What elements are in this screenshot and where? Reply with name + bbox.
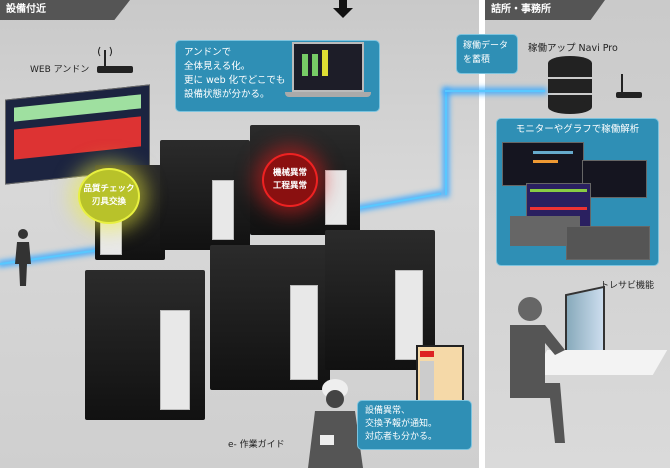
callout-line: 稼働データ xyxy=(463,41,509,51)
database-icon xyxy=(548,56,592,114)
callout-line: 設備状態が分かる。 xyxy=(184,89,270,100)
worker-figure xyxy=(15,229,31,286)
warning-bubble: 品質チェック刃具交換 xyxy=(78,168,140,224)
alarm-bubble: 機械異常工程異常 xyxy=(262,153,318,207)
notify-callout: 設備異常、 交換予報が通知。 対応者も分かる。 xyxy=(357,400,472,450)
callout-line: を蓄積 xyxy=(463,55,491,65)
laptop-screen xyxy=(292,42,364,92)
callout-line: 全体見える化。 xyxy=(184,61,251,72)
analysis-screen xyxy=(566,226,650,260)
callout-line: 設備異常、 xyxy=(365,406,411,416)
worker-with-tablet xyxy=(308,379,363,468)
data-storage-callout: 稼働データ を蓄積 xyxy=(456,34,518,74)
router-icon xyxy=(97,46,133,73)
section-tab-equipment: 設備付近 xyxy=(0,0,130,20)
navi-pro-label: 稼働アップ Navi Pro xyxy=(528,43,618,54)
machine xyxy=(85,270,205,420)
bubble-text: 品質チェック xyxy=(83,184,135,194)
callout-line: アンドンで xyxy=(184,47,232,58)
analysis-screen xyxy=(582,160,647,198)
machine xyxy=(160,140,250,250)
office-worker xyxy=(510,297,565,443)
network-line xyxy=(445,90,447,195)
router-icon xyxy=(616,74,642,98)
callout-title: モニターやグラフで稼働解析 xyxy=(515,124,640,135)
section-tab-office: 詰所・事務所 xyxy=(485,0,605,20)
callout-line: 対応者も分かる。 xyxy=(365,432,438,442)
traceability-label: トレサビ機能 xyxy=(600,281,655,291)
bubble-text: 機械異常 xyxy=(272,168,307,178)
bubble-text: 工程異常 xyxy=(272,181,307,191)
callout-line: 交換予報が通知。 xyxy=(365,419,438,429)
machine xyxy=(210,245,330,390)
down-arrow-icon xyxy=(333,0,353,18)
laptop-base xyxy=(285,92,371,97)
e-guide-label: e- 作業ガイド xyxy=(228,440,285,450)
web-andon-label: WEB アンドン xyxy=(30,65,90,75)
callout-line: 更に web 化でどこでも xyxy=(184,75,286,86)
network-line xyxy=(445,90,545,92)
analysis-screen xyxy=(502,142,584,186)
bubble-text: 刃具交換 xyxy=(91,197,126,207)
